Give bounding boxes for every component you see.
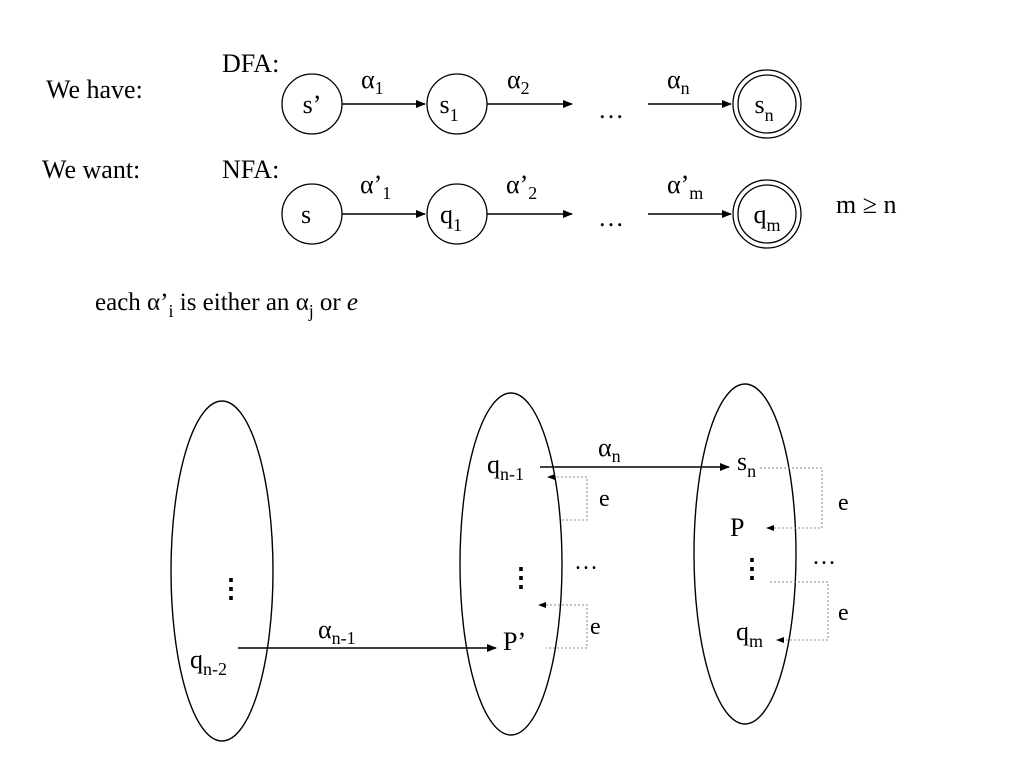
state-p-prime: P’ [503, 627, 526, 656]
nfa-automaton: s q1 qm … α’1 α’2 α’m m ≥ n [281, 170, 897, 249]
we-have-label: We have: [46, 75, 143, 104]
right-e-label-top: e [838, 490, 849, 516]
state-q-n-2: qn-2 [190, 645, 227, 679]
dfa-label: DFA: [222, 49, 279, 78]
dfa-automaton: s’ s1 sn … α1 α2 αn [281, 65, 802, 139]
nfa-label: NFA: [222, 155, 279, 184]
right-ellipsis: … [812, 544, 836, 570]
state-set-diagram: ⋮ ⋮ ⋮ qn-2 qn-1 P’ sn P qm αn-1 αn e … e… [170, 383, 849, 742]
dfa-alpha-n: αn [667, 65, 690, 98]
middle-vdots: ⋮ [508, 563, 534, 592]
right-state-set [693, 383, 797, 725]
middle-e-label-bottom: e [590, 614, 601, 640]
state-p: P [730, 513, 744, 542]
nfa-state-start [281, 183, 343, 245]
constraint-m-ge-n: m ≥ n [836, 190, 897, 219]
state-s-n: sn [737, 447, 756, 481]
middle-ellipsis: … [574, 549, 598, 575]
nfa-alpha-prime-1: α’1 [360, 170, 391, 203]
dfa-state-start-label: s’ [303, 90, 322, 119]
dfa-state-1-label: s1 [439, 90, 458, 125]
nfa-state-1 [426, 183, 488, 245]
label-alpha-n: αn [598, 433, 621, 466]
nfa-final-state-label: qm [753, 200, 780, 235]
dfa-ellipsis: … [598, 95, 624, 124]
right-vdots: ⋮ [739, 554, 765, 583]
label-alpha-n-1: αn-1 [318, 615, 356, 648]
middle-epsilon-edge-top [547, 476, 588, 521]
right-e-label-bottom: e [838, 600, 849, 626]
right-epsilon-arrowhead-top [766, 525, 774, 531]
middle-epsilon-arrowhead-bottom [538, 602, 546, 608]
middle-state-set [459, 392, 563, 736]
dfa-final-state-label: sn [754, 90, 773, 125]
dfa-final-state [737, 74, 797, 134]
dfa-alpha-1: α1 [361, 65, 384, 98]
right-epsilon-arrowhead-bottom [776, 637, 784, 643]
we-want-label: We want: [42, 155, 140, 184]
nfa-ellipsis: … [598, 203, 624, 232]
nfa-alpha-prime-2: α’2 [506, 170, 537, 203]
nfa-state-1-label: q1 [440, 200, 462, 235]
left-state-set [170, 400, 274, 742]
dfa-alpha-2: α2 [507, 65, 530, 98]
state-q-m: qm [736, 617, 763, 651]
right-epsilon-edge-top [760, 467, 823, 529]
state-q-n-1: qn-1 [487, 450, 524, 484]
left-vdots: ⋮ [218, 574, 244, 603]
nfa-alpha-prime-m: α’m [667, 170, 703, 203]
middle-epsilon-edge-bottom [542, 604, 588, 649]
right-epsilon-edge-bottom [770, 581, 829, 641]
nfa-final-state [737, 184, 797, 244]
nfa-state-start-label: s [301, 200, 311, 229]
middle-epsilon-arrowhead-top [547, 474, 555, 480]
middle-e-label-top: e [599, 486, 610, 512]
dfa-state-1 [426, 73, 488, 135]
